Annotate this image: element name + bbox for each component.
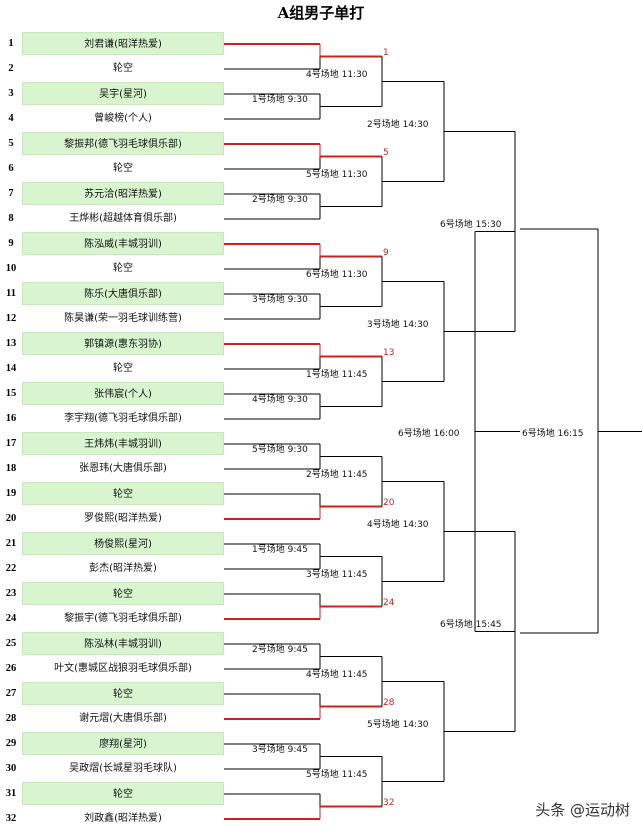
seed-number: 13 bbox=[5, 338, 17, 349]
match-label: 4号场地 11:45 bbox=[306, 669, 368, 680]
match-label: 5号场地 11:45 bbox=[306, 769, 368, 780]
seed-number: 27 bbox=[5, 688, 17, 699]
player-name: 张伟宸(个人) bbox=[22, 382, 224, 405]
seed-number: 23 bbox=[5, 588, 17, 599]
winner-number: 1 bbox=[383, 47, 389, 58]
seed-number: 20 bbox=[5, 513, 17, 524]
player-name: 黎振宇(德飞羽毛球俱乐部) bbox=[64, 613, 182, 624]
match-label: 4号场地 9:30 bbox=[252, 394, 308, 405]
player-name: 廖翔(星河) bbox=[22, 732, 224, 755]
match-label: 2号场地 11:45 bbox=[306, 469, 368, 480]
seed-number: 7 bbox=[8, 188, 14, 199]
seed-number: 17 bbox=[5, 438, 17, 449]
seed-number: 32 bbox=[5, 813, 17, 824]
player-name: 曾峻榜(个人) bbox=[94, 113, 152, 124]
seed-number: 9 bbox=[8, 238, 14, 249]
match-label: 1号场地 9:30 bbox=[252, 94, 308, 105]
player-name: 轮空 bbox=[113, 63, 133, 74]
winner-number: 24 bbox=[383, 597, 395, 608]
match-label: 6号场地 15:30 bbox=[440, 219, 502, 230]
match-label: 6号场地 16:00 bbox=[398, 428, 460, 439]
seed-number: 19 bbox=[5, 488, 17, 499]
watermark: 头条 @运动树 bbox=[535, 801, 630, 819]
player-name: 苏元洽(昭洋热爱) bbox=[22, 182, 224, 205]
seed-number: 16 bbox=[5, 413, 17, 424]
player-name: 轮空 bbox=[113, 363, 133, 374]
seed-number: 25 bbox=[5, 638, 17, 649]
player-name: 陈昊谦(荣一羽毛球训练营) bbox=[64, 313, 182, 324]
winner-number: 20 bbox=[383, 497, 395, 508]
player-name: 轮空 bbox=[113, 163, 133, 174]
winner-number: 5 bbox=[383, 147, 389, 158]
player-name: 轮空 bbox=[22, 782, 224, 805]
winner-number: 32 bbox=[383, 797, 395, 808]
player-name: 刘政鑫(昭洋热爱) bbox=[84, 813, 162, 824]
player-name: 刘君谦(昭洋热爱) bbox=[22, 32, 224, 55]
seed-number: 26 bbox=[5, 663, 17, 674]
player-name: 王炜炜(丰城羽训) bbox=[22, 432, 224, 455]
match-label: 3号场地 11:45 bbox=[306, 569, 368, 580]
seed-number: 2 bbox=[8, 63, 14, 74]
seed-number: 3 bbox=[8, 88, 14, 99]
player-name: 吴宇(星河) bbox=[22, 82, 224, 105]
seed-number: 1 bbox=[8, 38, 14, 49]
player-name: 黎振邦(德飞羽毛球俱乐部) bbox=[22, 132, 224, 155]
seed-number: 18 bbox=[5, 463, 17, 474]
seed-number: 5 bbox=[8, 138, 14, 149]
player-name: 轮空 bbox=[22, 582, 224, 605]
player-name: 轮空 bbox=[22, 482, 224, 505]
match-label: 6号场地 15:45 bbox=[440, 619, 502, 630]
player-name: 谢元熠(大唐俱乐部) bbox=[79, 713, 167, 724]
seed-number: 15 bbox=[5, 388, 17, 399]
match-label: 2号场地 9:45 bbox=[252, 644, 308, 655]
player-name: 罗俊熙(昭洋热爱) bbox=[84, 513, 162, 524]
winner-number: 13 bbox=[383, 347, 395, 358]
player-name: 陈乐(大唐俱乐部) bbox=[22, 282, 224, 305]
seed-number: 10 bbox=[5, 263, 17, 274]
match-label: 5号场地 9:30 bbox=[252, 444, 308, 455]
seed-number: 22 bbox=[5, 563, 17, 574]
player-name: 王烨彬(超越体育俱乐部) bbox=[69, 213, 177, 224]
seed-number: 24 bbox=[5, 613, 17, 624]
seed-number: 29 bbox=[5, 738, 17, 749]
seed-number: 4 bbox=[8, 113, 14, 124]
match-label: 5号场地 14:30 bbox=[367, 719, 429, 730]
winner-number: 9 bbox=[383, 247, 389, 258]
player-name: 轮空 bbox=[22, 682, 224, 705]
match-label: 3号场地 14:30 bbox=[367, 319, 429, 330]
player-name: 杨俊熙(星河) bbox=[22, 532, 224, 555]
seed-number: 31 bbox=[5, 788, 17, 799]
winner-number: 28 bbox=[383, 697, 395, 708]
match-label: 6号场地 16:15 bbox=[522, 428, 584, 439]
seed-number: 12 bbox=[5, 313, 17, 324]
player-name: 彭杰(昭洋热爱) bbox=[89, 563, 157, 574]
seed-number: 11 bbox=[6, 288, 16, 299]
bracket-title: A组男子单打 bbox=[277, 4, 365, 22]
seed-number: 21 bbox=[5, 538, 17, 549]
match-label: 4号场地 14:30 bbox=[367, 519, 429, 530]
player-name: 张恩玮(大唐俱乐部) bbox=[79, 463, 167, 474]
match-label: 4号场地 11:30 bbox=[306, 69, 368, 80]
player-name: 吴政熠(长城星羽毛球队) bbox=[69, 763, 177, 774]
match-label: 2号场地 9:30 bbox=[252, 194, 308, 205]
seed-number: 28 bbox=[5, 713, 17, 724]
player-name: 陈泓威(丰城羽训) bbox=[22, 232, 224, 255]
player-name: 李宇翔(德飞羽毛球俱乐部) bbox=[64, 413, 182, 424]
match-label: 5号场地 11:30 bbox=[306, 169, 368, 180]
player-name: 郭镇源(惠东羽协) bbox=[22, 332, 224, 355]
seed-number: 14 bbox=[5, 363, 17, 374]
match-label: 3号场地 9:30 bbox=[252, 294, 308, 305]
match-label: 1号场地 11:45 bbox=[306, 369, 368, 380]
match-label: 2号场地 14:30 bbox=[367, 119, 429, 130]
player-name: 陈泓林(丰城羽训) bbox=[22, 632, 224, 655]
seed-number: 6 bbox=[8, 163, 14, 174]
seed-number: 30 bbox=[5, 763, 17, 774]
seed-number: 8 bbox=[8, 213, 14, 224]
player-name: 轮空 bbox=[113, 263, 133, 274]
player-name: 叶文(惠城区战狼羽毛球俱乐部) bbox=[54, 663, 192, 674]
match-label: 6号场地 11:30 bbox=[306, 269, 368, 280]
match-label: 3号场地 9:45 bbox=[252, 744, 308, 755]
match-label: 1号场地 9:45 bbox=[252, 544, 308, 555]
